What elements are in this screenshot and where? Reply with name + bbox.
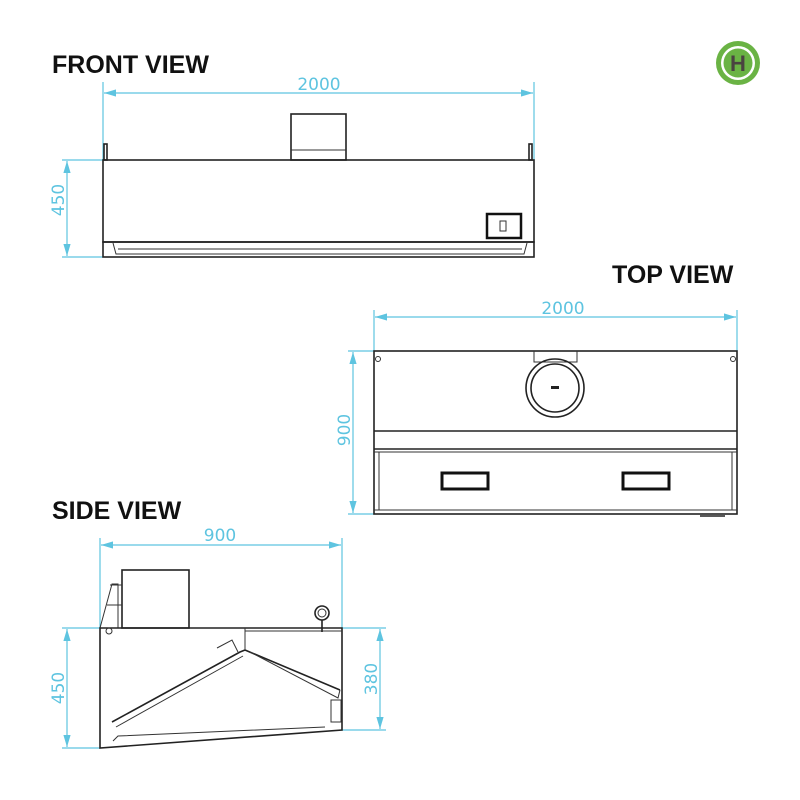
side-duct bbox=[121, 569, 190, 629]
logo-letter: H bbox=[730, 51, 746, 76]
side-front-height-dimension: 380 bbox=[362, 663, 382, 695]
side-view-title: SIDE VIEW bbox=[52, 497, 182, 525]
top-width-dimension: 2000 bbox=[541, 299, 584, 319]
top-view-title: TOP VIEW bbox=[612, 261, 734, 289]
brand-logo: H bbox=[716, 41, 760, 85]
side-depth-dimension: 900 bbox=[204, 526, 236, 546]
side-view: SIDE VIEW 900 450 380 bbox=[49, 497, 386, 749]
duct-collar-icon bbox=[525, 358, 585, 418]
side-hood-body bbox=[99, 627, 343, 749]
front-height-dimension: 450 bbox=[49, 184, 69, 216]
top-hood-body bbox=[373, 350, 738, 515]
control-switch-icon bbox=[485, 212, 523, 240]
front-width-dimension: 2000 bbox=[297, 75, 340, 95]
filter-handle bbox=[621, 471, 671, 491]
filter-handle bbox=[440, 471, 490, 491]
front-view-title: FRONT VIEW bbox=[52, 51, 209, 79]
top-depth-dimension: 900 bbox=[335, 414, 355, 446]
side-height-dimension: 450 bbox=[49, 672, 69, 704]
eye-bolt-icon bbox=[314, 605, 330, 621]
front-hood-body bbox=[102, 159, 535, 243]
front-duct bbox=[290, 113, 347, 161]
front-view: FRONT VIEW 2000 450 bbox=[49, 51, 535, 258]
top-view: TOP VIEW 2000 900 bbox=[335, 261, 738, 517]
